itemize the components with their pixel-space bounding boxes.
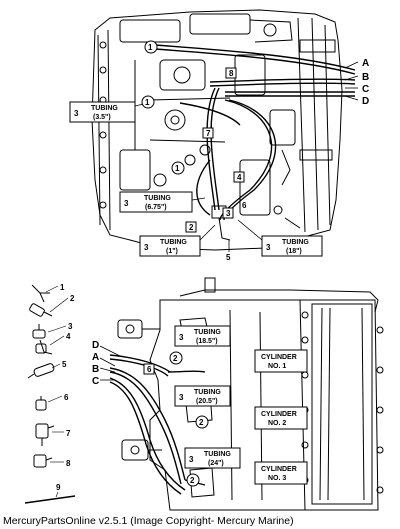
bottom-item-6: 6: [147, 365, 152, 374]
cylinder-2-no: NO. 2: [268, 420, 286, 427]
top-item-1a: 1: [148, 43, 153, 52]
tubing-title-3: TUBING: [160, 239, 187, 246]
bottom-letter-a: A: [92, 352, 99, 363]
top-letter-d: D: [362, 96, 369, 107]
legend-9: 9: [56, 483, 61, 492]
top-item-6: 6: [242, 201, 247, 210]
tubing-length-4: (18"): [286, 248, 302, 255]
top-item-8: 8: [229, 69, 234, 78]
bottom-item-2b: 2: [199, 418, 204, 427]
image-caption: MercuryPartsOnline v2.5.1 (Image Copyrig…: [3, 515, 294, 527]
btubing-title-3: TUBING: [204, 451, 231, 458]
cylinder-3-title: CYLINDER: [261, 466, 297, 473]
legend-7: 7: [66, 429, 71, 438]
legend-6: 6: [64, 393, 69, 402]
bottom-letter-b: B: [92, 364, 99, 375]
cylinder-1-title: CYLINDER: [261, 354, 297, 361]
bottom-letter-d: D: [92, 340, 99, 351]
legend-5: 5: [62, 360, 67, 369]
bottom-hoses: [109, 354, 206, 495]
bottom-tubing-callouts: 3 TUBING (18.5") 3 TUBING (20.5") 3 TUBI…: [174, 325, 241, 469]
btubing-qty-2: 3: [179, 393, 184, 402]
top-item-7: 7: [206, 129, 211, 138]
tubing-qty-1: 3: [74, 109, 79, 118]
tubing-qty-3: 3: [144, 243, 149, 252]
top-item-numbers: 1 1 1 8 7 4 2 3 6 5: [141, 40, 247, 262]
tubing-title-1: TUBING: [91, 105, 118, 112]
cylinder-2-title: CYLINDER: [261, 411, 297, 418]
tubing-title-2: TUBING: [144, 195, 171, 202]
top-engine-illustration: [91, 9, 343, 251]
legend-2: 2: [70, 294, 75, 303]
legend-8: 8: [66, 459, 71, 468]
bottom-hose-letters: D A B C: [92, 340, 121, 387]
top-hose-letters: A B C D: [344, 58, 369, 107]
btubing-qty-1: 3: [179, 333, 184, 342]
top-item-3: 3: [226, 209, 231, 218]
top-hoses: [154, 44, 356, 221]
legend-1: 1: [60, 283, 65, 292]
tubing-length-1: (3.5"): [93, 114, 111, 121]
bottom-item-2c: 2: [190, 476, 195, 485]
top-item-1c: 1: [175, 164, 180, 173]
legend-3: 3: [68, 322, 73, 331]
btubing-length-2: (20.5"): [196, 398, 218, 405]
top-letter-c: C: [362, 84, 369, 95]
legend-4: 4: [66, 332, 71, 341]
top-item-4: 4: [237, 173, 242, 182]
btubing-title-2: TUBING: [194, 389, 221, 396]
btubing-title-1: TUBING: [194, 329, 221, 336]
cylinder-1-no: NO. 1: [268, 363, 286, 370]
tubing-qty-4: 3: [266, 243, 271, 252]
tubing-length-3: (1"): [166, 248, 178, 255]
top-item-5: 5: [226, 253, 231, 262]
top-item-2: 2: [189, 223, 194, 232]
parts-legend-numbers: 1 2 3 4 5 6 7 8 9: [45, 283, 75, 498]
bottom-letter-c: C: [92, 376, 99, 387]
top-letter-b: B: [362, 72, 369, 83]
bottom-item-2a: 2: [173, 354, 178, 363]
tubing-qty-2: 3: [124, 199, 129, 208]
btubing-length-3: (24"): [208, 460, 224, 467]
cylinder-labels: CYLINDER NO. 1 CYLINDER NO. 2 CYLINDER N…: [254, 349, 308, 485]
btubing-qty-3: 3: [189, 455, 194, 464]
parts-legend: [24, 284, 76, 504]
tubing-length-2: (6.75"): [145, 204, 167, 211]
tubing-title-4: TUBING: [282, 239, 309, 246]
cylinder-3-no: NO. 3: [268, 475, 286, 482]
bottom-engine-illustration: [117, 277, 384, 511]
top-tubing-callouts: 3 TUBING (3.5") 3 TUBING (6.75") 3 TUBIN…: [69, 101, 323, 257]
top-item-1b: 1: [145, 98, 150, 107]
top-letter-a: A: [362, 58, 369, 69]
btubing-length-1: (18.5"): [196, 338, 218, 345]
bottom-item-numbers: 6 2 2 2: [143, 351, 209, 487]
